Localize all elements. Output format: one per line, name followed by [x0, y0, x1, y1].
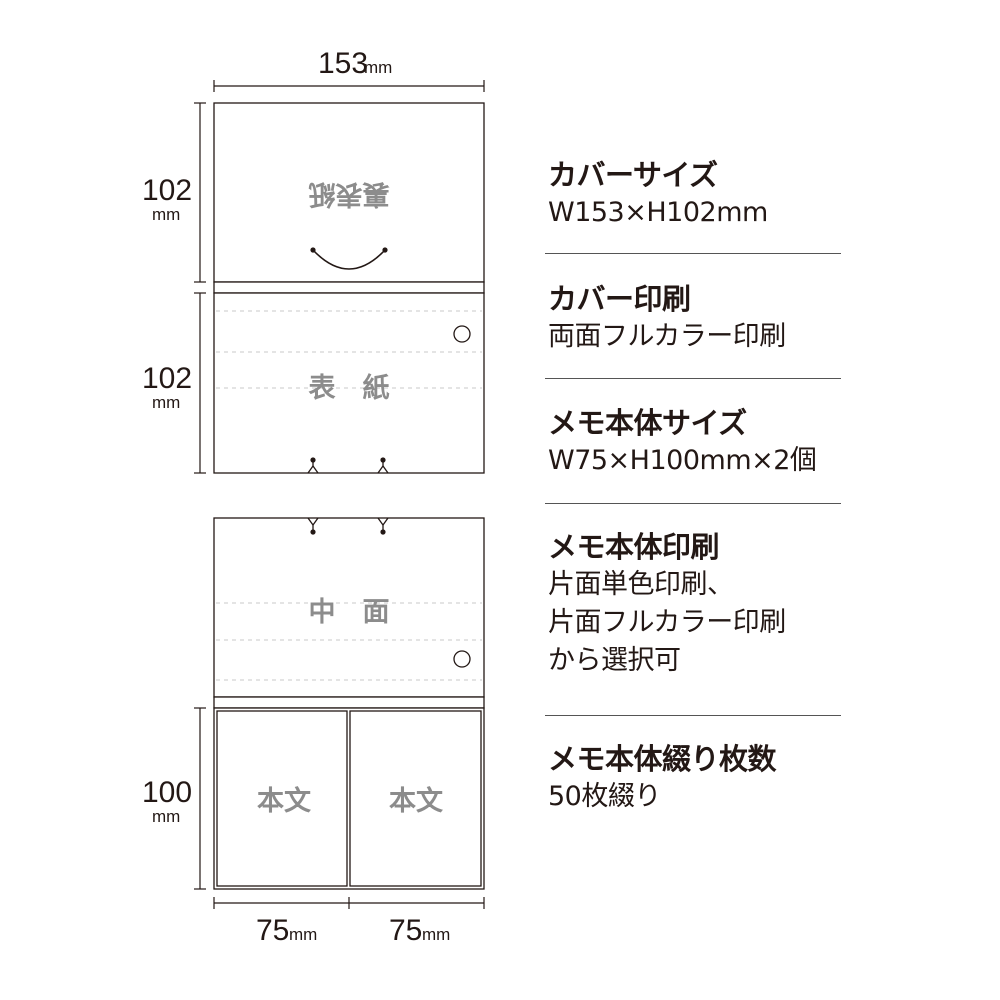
bottom-width-dimension — [213, 897, 485, 909]
top-width-dimension — [213, 80, 485, 92]
top-width-unit: mm — [364, 58, 392, 77]
inside-band-clips — [307, 517, 389, 530]
elastic-band — [312, 249, 386, 270]
front-height-number: 102 — [142, 362, 192, 395]
spec-divider — [545, 715, 841, 716]
cover-height-unit: mm — [152, 205, 180, 224]
spec-value: W153×H102mm — [548, 197, 768, 228]
spec-value: から選択可 — [548, 645, 681, 676]
spec-memo-sheets: メモ本体綴り枚数 50枚綴り — [548, 740, 840, 816]
memo-right-label: 本文 — [389, 785, 444, 817]
cover-height-dimension — [194, 102, 206, 283]
memo-left-label: 本文 — [257, 785, 312, 817]
left-width-number: 75 — [256, 914, 289, 947]
band-hole-right — [382, 247, 388, 253]
inside-punch-hole — [453, 650, 471, 668]
memo-height-number: 100 — [142, 776, 192, 809]
back-cover-panel — [213, 102, 485, 283]
spec-title: メモ本体サイズ — [548, 406, 747, 440]
spec-value: 片面単色印刷、 — [548, 569, 734, 600]
spec-cover-print: カバー印刷 両面フルカラー印刷 — [548, 280, 840, 356]
spec-title: メモ本体印刷 — [548, 530, 720, 564]
spec-value: W75×H100mm×2個 — [548, 445, 817, 476]
spec-title: カバーサイズ — [548, 158, 718, 192]
right-width-number: 75 — [389, 914, 422, 947]
band-hole-left — [310, 247, 316, 253]
spec-divider — [545, 503, 841, 504]
spec-divider — [545, 378, 841, 379]
memo-pad-left — [216, 710, 348, 887]
spec-memo-print: メモ本体印刷 片面単色印刷、 片面フルカラー印刷 から選択可 — [548, 528, 840, 680]
spec-value: 片面フルカラー印刷 — [548, 607, 786, 638]
front-cover-label: 表 紙 — [309, 372, 390, 404]
spec-cover-size: カバーサイズ W153×H102mm — [548, 156, 840, 232]
memo-pad-right — [349, 710, 482, 887]
cover-spine — [213, 281, 485, 294]
spec-memo-size: メモ本体サイズ W75×H100mm×2個 — [548, 404, 840, 480]
front-band-clips — [307, 462, 389, 474]
right-width-unit: mm — [422, 925, 450, 944]
spec-title: メモ本体綴り枚数 — [548, 742, 777, 776]
top-width-number: 153 — [318, 47, 368, 80]
cover-height-number: 102 — [142, 174, 192, 207]
spec-title: カバー印刷 — [548, 282, 691, 316]
inside-label: 中 面 — [309, 597, 390, 628]
front-punch-hole — [453, 325, 471, 343]
front-height-dimension — [194, 292, 206, 474]
back-cover-label: 裏表紙 — [309, 178, 391, 210]
inside-panel — [213, 517, 485, 698]
memo-height-dimension — [194, 707, 206, 890]
left-width-unit: mm — [289, 925, 317, 944]
spec-value: 両面フルカラー印刷 — [548, 321, 786, 352]
inside-spine — [213, 696, 485, 709]
front-height-unit: mm — [152, 393, 180, 412]
spec-divider — [545, 253, 841, 254]
spec-value: 50枚綴り — [548, 781, 661, 812]
memo-height-unit: mm — [152, 807, 180, 826]
front-cover-panel — [213, 292, 485, 474]
